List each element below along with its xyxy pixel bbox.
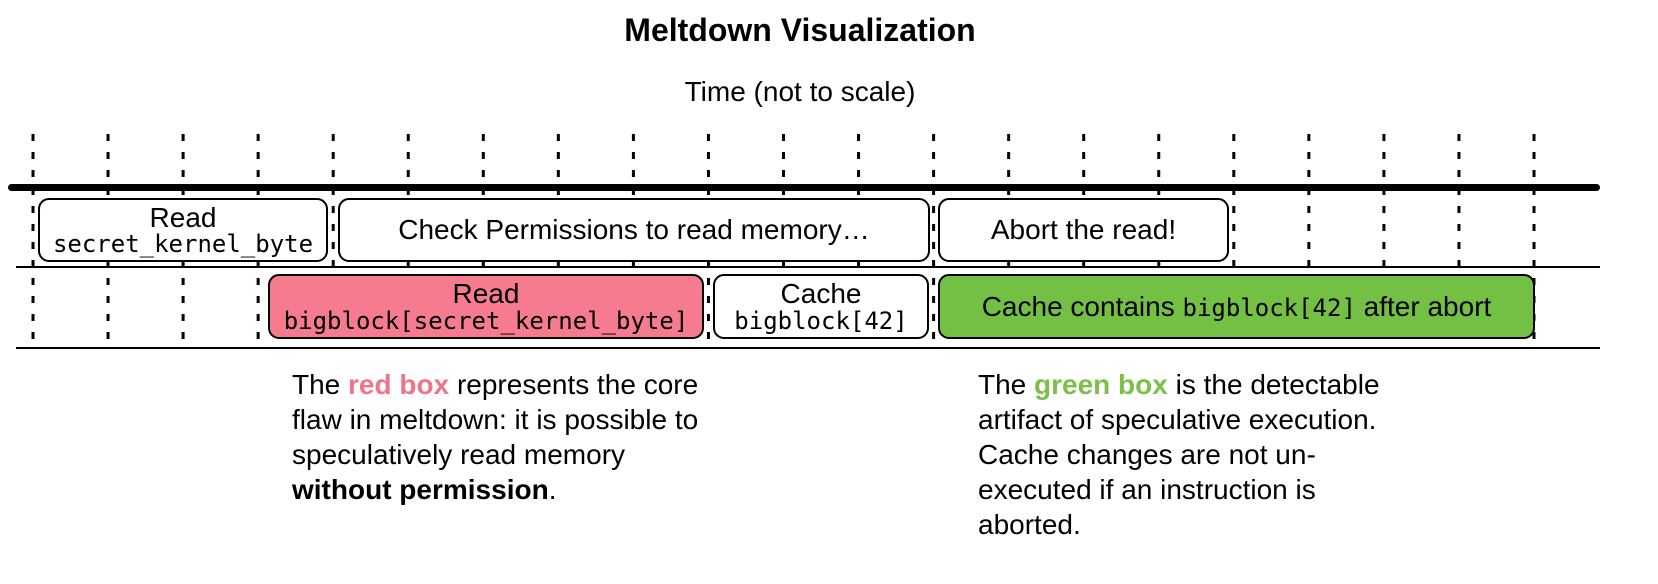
row-bottom-line xyxy=(16,347,1600,349)
cache-artifact-text: Cache contains bigblock[42] after abort xyxy=(981,290,1492,322)
speculative-read-label: Read xyxy=(452,278,520,310)
read-secret-code: secret_kernel_byte xyxy=(52,230,314,259)
cache-box: Cache bigblock[42] xyxy=(713,274,929,339)
row-divider xyxy=(16,266,1600,268)
check-permissions-label: Check Permissions to read memory… xyxy=(398,214,870,246)
speculative-read-box: Read bigblock[secret_kernel_byte] xyxy=(268,274,704,339)
check-permissions-box: Check Permissions to read memory… xyxy=(338,198,930,262)
green-box-highlight: green box xyxy=(1034,369,1168,400)
cache-artifact-box: Cache contains bigblock[42] after abort xyxy=(938,274,1535,339)
read-secret-label: Read xyxy=(149,201,217,233)
cache-code: bigblock[42] xyxy=(734,306,908,335)
timeline-bar xyxy=(8,184,1600,191)
red-box-highlight: red box xyxy=(348,369,450,400)
abort-read-box: Abort the read! xyxy=(938,198,1229,262)
red-box-explanation: The red box represents the core flaw in … xyxy=(292,369,699,505)
abort-read-label: Abort the read! xyxy=(990,214,1177,246)
green-box-explanation: The green box is the detectable artifact… xyxy=(978,369,1380,540)
time-axis-label: Time (not to scale) xyxy=(684,76,916,107)
without-permission-emphasis: without permission xyxy=(292,474,549,505)
speculative-read-code: bigblock[secret_kernel_byte] xyxy=(283,306,689,335)
read-secret-box: Read secret_kernel_byte xyxy=(38,198,328,262)
diagram-title: Meltdown Visualization xyxy=(624,12,976,48)
cache-label: Cache xyxy=(780,278,862,310)
